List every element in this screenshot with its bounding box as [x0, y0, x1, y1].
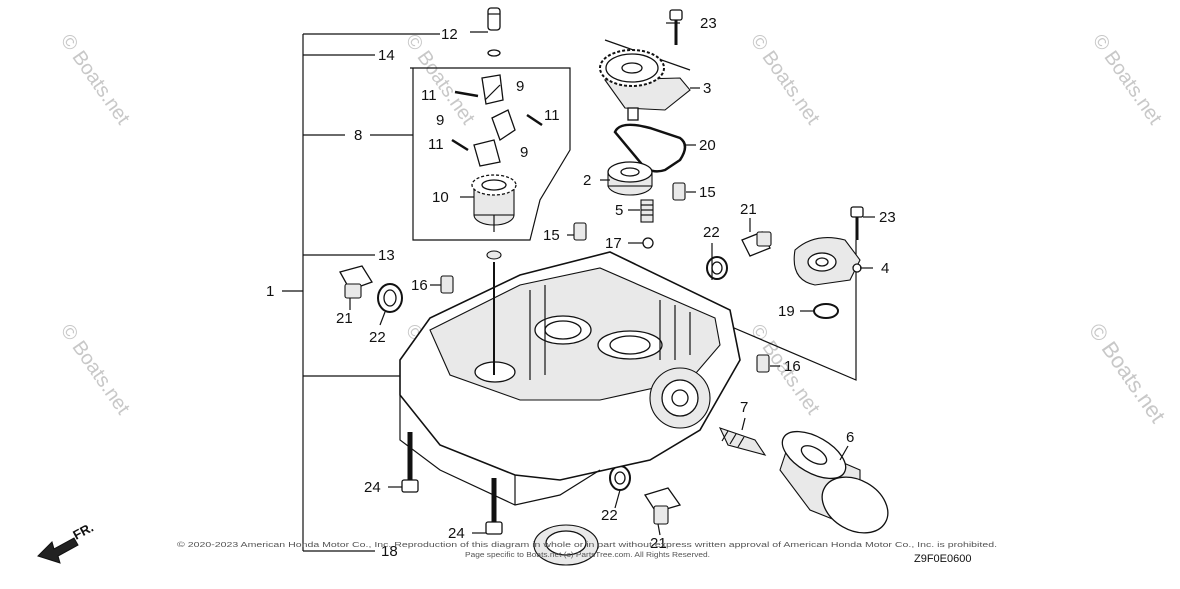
callout-22c: 22 — [601, 507, 618, 524]
copyright-line-1: © 2020-2023 American Honda Motor Co., In… — [177, 541, 997, 549]
part-18-oil-seal — [533, 524, 599, 566]
part-10-governor-gear — [471, 174, 517, 232]
front-direction-indicator: FR. — [37, 520, 96, 564]
part-5-spring — [640, 199, 654, 223]
callout-9b: 9 — [436, 112, 444, 129]
callout-21c: 21 — [650, 535, 667, 552]
part-6-oil-filter — [779, 430, 889, 534]
callout-4: 4 — [881, 260, 889, 277]
callout-21b: 21 — [740, 201, 757, 218]
part-21-plug-bottom — [643, 487, 682, 525]
callout-15a: 15 — [699, 184, 716, 201]
part-22-washer-left — [377, 283, 403, 313]
watermark-8: © Boats.net — [1084, 319, 1171, 428]
part-24-bolt-left — [401, 432, 419, 493]
part-19-o-ring — [813, 303, 839, 319]
callout-20: 20 — [699, 137, 716, 154]
callout-21a: 21 — [336, 310, 353, 327]
callout-15b: 15 — [543, 227, 560, 244]
callout-11c: 11 — [428, 136, 444, 153]
part-23-bolt-right — [850, 206, 864, 240]
part-4-cover — [793, 237, 862, 286]
part-23-bolt-top — [669, 9, 683, 45]
part-12-bolt — [487, 7, 501, 31]
callout-11b: 11 — [544, 107, 560, 124]
callout-11a: 11 — [421, 87, 437, 104]
callout-10: 10 — [432, 189, 449, 206]
watermark-1: © Boats.net — [56, 30, 134, 129]
watermark-3: © Boats.net — [746, 30, 824, 129]
callout-14: 14 — [378, 47, 395, 64]
part-7-threaded-nipple — [718, 427, 767, 456]
part-2-rotor — [607, 161, 653, 196]
callout-7: 7 — [740, 399, 748, 416]
callout-17: 17 — [605, 235, 622, 252]
callout-16b: 16 — [784, 358, 801, 375]
callout-6: 6 — [846, 429, 854, 446]
callout-16a: 16 — [411, 277, 428, 294]
callout-9c: 9 — [520, 144, 528, 161]
callout-22a: 22 — [369, 329, 386, 346]
callout-labels: 12 14 9 11 9 11 8 11 9 10 13 1 16 21 22 … — [266, 15, 896, 560]
part-21-plug-left — [339, 265, 373, 299]
part-9-governor-weights — [473, 74, 516, 167]
part-17-ball — [642, 237, 654, 249]
callout-18: 18 — [381, 543, 398, 560]
assembly-box-8 — [370, 67, 571, 241]
part-14-washer — [487, 49, 501, 57]
callout-3: 3 — [703, 80, 711, 97]
part-15-dowel-b — [573, 222, 587, 241]
callout-bracket-1 — [282, 33, 440, 552]
watermark-4: © Boats.net — [1088, 30, 1166, 129]
copyright-line-2: Page specific to Boats.net (c) PartsTree… — [465, 552, 710, 559]
part-1-crankcase — [399, 251, 741, 506]
callout-24a: 24 — [364, 479, 381, 496]
part-15-dowel-a — [672, 182, 686, 201]
callout-12: 12 — [441, 26, 458, 43]
callout-23a: 23 — [700, 15, 717, 32]
part-16-dowel-a — [440, 275, 454, 294]
part-16-dowel-b — [756, 354, 770, 373]
drawing-code: Z9F0E0600 — [914, 553, 971, 565]
part-22-washer-bottom — [609, 465, 631, 491]
callout-19: 19 — [778, 303, 795, 320]
callout-2: 2 — [583, 172, 591, 189]
part-13-washer — [486, 250, 502, 260]
callout-9a: 9 — [516, 78, 524, 95]
callout-1: 1 — [266, 283, 274, 300]
callout-22b: 22 — [703, 224, 720, 241]
part-11-pins — [451, 90, 543, 152]
front-arrow-icon — [37, 537, 79, 564]
watermark-5: © Boats.net — [56, 320, 134, 419]
callout-23b: 23 — [879, 209, 896, 226]
callout-5: 5 — [615, 202, 623, 219]
part-22-washer-right — [706, 256, 728, 280]
callout-8: 8 — [354, 127, 362, 144]
part-21-plug-right — [741, 231, 772, 257]
part-3-oil-pump — [599, 49, 691, 121]
callout-13: 13 — [378, 247, 395, 264]
leader-lines — [349, 22, 875, 536]
callout-24b: 24 — [448, 525, 465, 542]
part-24-bolt-right — [485, 478, 503, 535]
